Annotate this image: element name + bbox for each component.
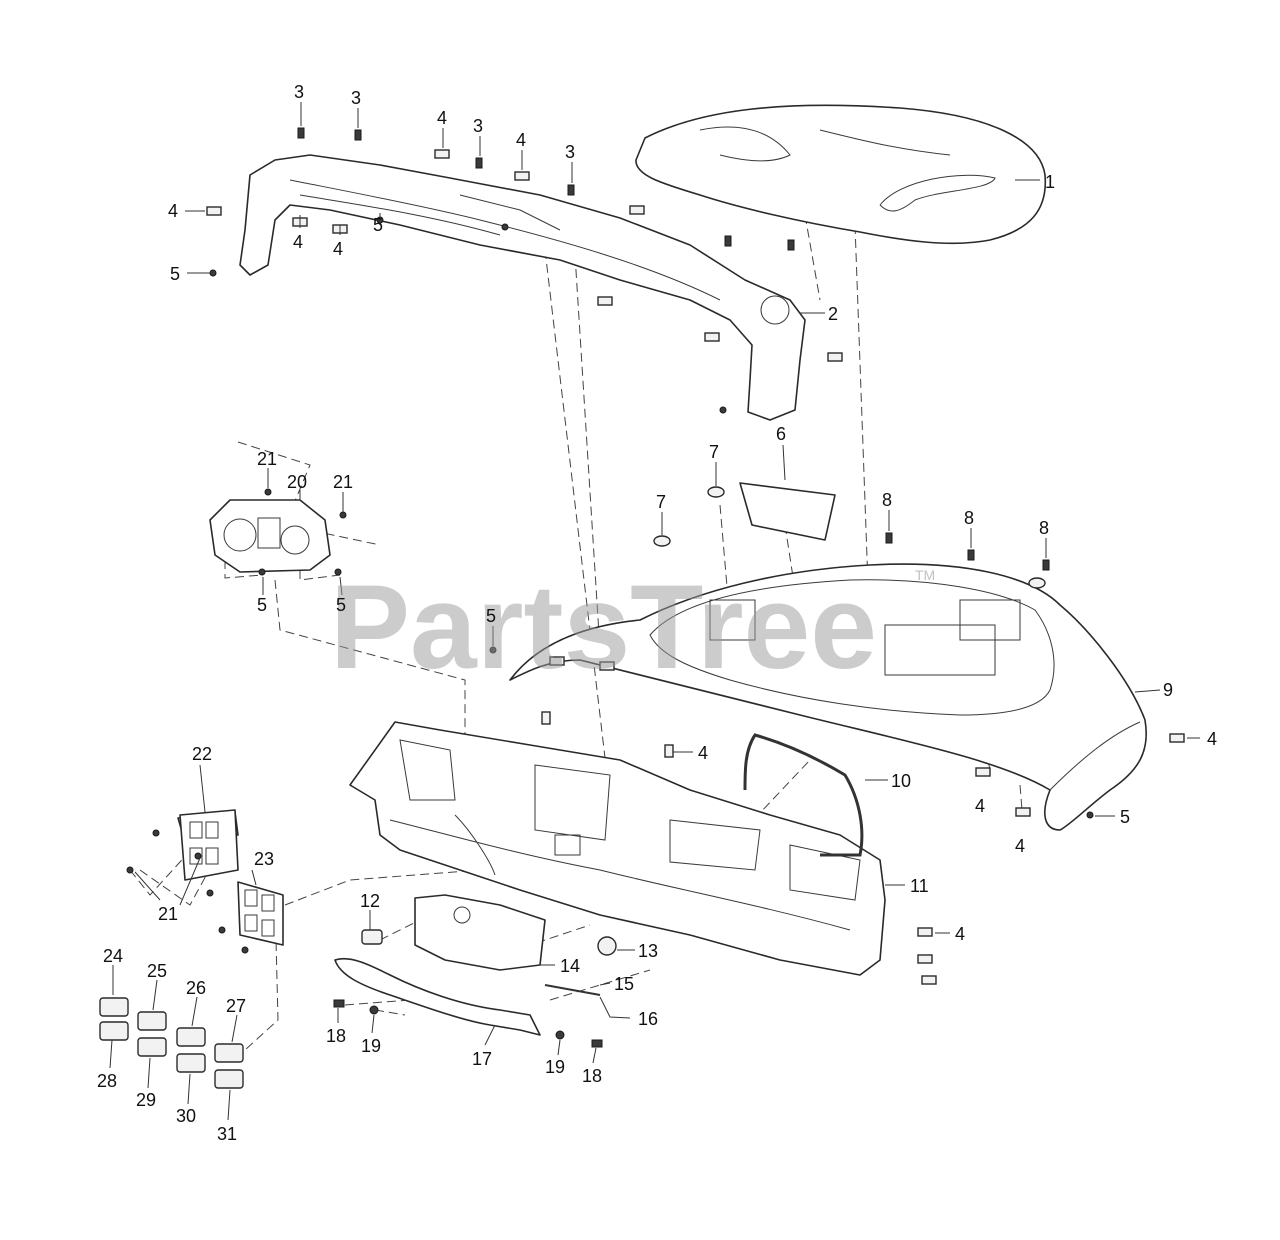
callout-1: 1 (1045, 172, 1055, 192)
callout-5: 5 (373, 215, 383, 235)
partstree-watermark: PartsTree (330, 560, 877, 694)
callout-29: 29 (136, 1090, 156, 1110)
callout-31: 31 (217, 1124, 237, 1144)
callout-10: 10 (891, 771, 911, 791)
callout-3: 3 (294, 82, 304, 102)
callout-5: 5 (1120, 807, 1130, 827)
callout-19: 19 (361, 1036, 381, 1056)
callout-4: 4 (955, 924, 965, 944)
callout-7: 7 (709, 442, 719, 462)
callout-4: 4 (698, 743, 708, 763)
callout-4: 4 (975, 796, 985, 816)
callout-9: 9 (1163, 680, 1173, 700)
callout-22: 22 (192, 744, 212, 764)
callout-11: 11 (910, 876, 929, 896)
callout-24: 24 (103, 946, 123, 966)
part-switch-panel-lower (237, 881, 284, 946)
hardware (126, 127, 1185, 1048)
callout-26: 26 (186, 978, 206, 998)
leader-lines (109, 102, 1200, 1121)
callout-30: 30 (176, 1106, 196, 1126)
part-glovebox-door (414, 894, 546, 971)
callout-4: 4 (293, 232, 303, 252)
callout-21: 21 (257, 449, 277, 469)
callout-8: 8 (882, 490, 892, 510)
callout-21: 21 (333, 472, 353, 492)
callout-23: 23 (254, 849, 274, 869)
callout-21: 21 (158, 904, 178, 924)
callout-3: 3 (565, 142, 575, 162)
callout-4: 4 (437, 108, 447, 128)
callout-14: 14 (560, 956, 580, 976)
switches (99, 997, 244, 1089)
callout-18: 18 (326, 1026, 346, 1046)
callout-4: 4 (1015, 836, 1025, 856)
callout-6: 6 (776, 424, 786, 444)
callout-12: 12 (360, 891, 380, 911)
callout-labels: 1 2 3 3 3 3 4 4 4 4 4 4 4 4 4 4 5 5 5 5 … (97, 82, 1217, 1144)
watermark-trademark: TM (915, 567, 935, 583)
callout-4: 4 (333, 239, 343, 259)
callout-5: 5 (170, 264, 180, 284)
callout-4: 4 (168, 201, 178, 221)
callout-5: 5 (257, 595, 267, 615)
callout-8: 8 (964, 508, 974, 528)
part-dash-top-panel (509, 563, 1147, 831)
part-bracket (334, 957, 541, 1036)
callout-18: 18 (582, 1066, 602, 1086)
callout-4: 4 (1207, 729, 1217, 749)
part-plate (739, 482, 836, 541)
part-lower-dash (349, 721, 886, 976)
callout-19: 19 (545, 1057, 565, 1077)
callout-25: 25 (147, 961, 167, 981)
callout-2: 2 (828, 304, 838, 324)
callout-7: 7 (656, 492, 666, 512)
callout-27: 27 (226, 996, 246, 1016)
callout-3: 3 (351, 88, 361, 108)
callout-16: 16 (638, 1009, 658, 1029)
part-top-cover (635, 104, 1047, 245)
part-instrument-cluster (209, 499, 331, 573)
callout-4: 4 (516, 130, 526, 150)
callout-28: 28 (97, 1071, 117, 1091)
callout-3: 3 (473, 116, 483, 136)
callout-8: 8 (1039, 518, 1049, 538)
part-switch-panel-upper (177, 809, 239, 881)
part-upper-dash-trim (239, 154, 806, 421)
callout-15: 15 (614, 974, 634, 994)
callout-17: 17 (472, 1049, 492, 1069)
part-seal (743, 733, 864, 857)
callout-5: 5 (486, 606, 496, 626)
callout-20: 20 (287, 472, 307, 492)
callout-5: 5 (336, 595, 346, 615)
callout-13: 13 (638, 941, 658, 961)
